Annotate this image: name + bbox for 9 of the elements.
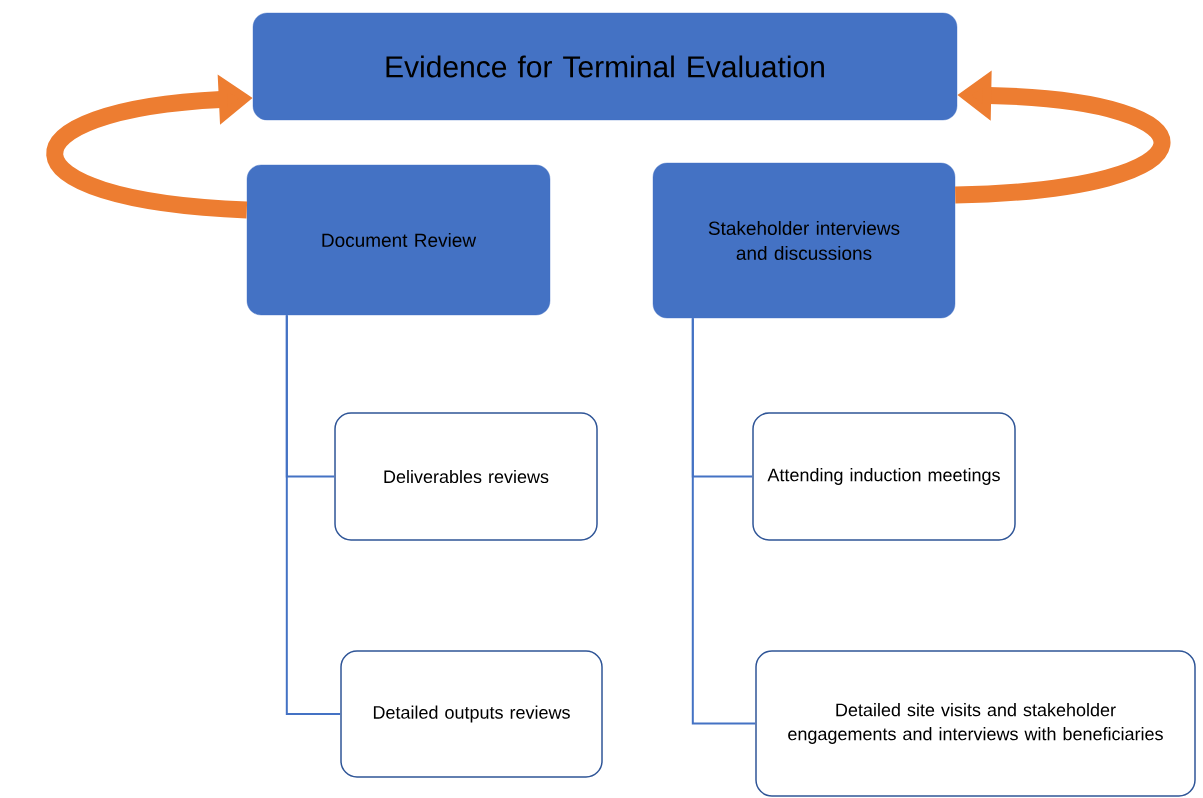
connector-line xyxy=(285,314,342,715)
subtopic-box: Attending induction meetings xyxy=(752,412,1016,541)
connector-line xyxy=(691,317,757,725)
subtopic-box: Detailed outputs reviews xyxy=(340,650,603,778)
subtopic-box: Detailed site visits and stakeholder engagements and interviews with beneficiaries xyxy=(755,650,1196,797)
title-box: Evidence for Terminal Evaluation xyxy=(252,12,958,121)
topic-box: Document Review xyxy=(246,164,551,316)
subtopic-box: Deliverables reviews xyxy=(334,412,598,541)
topic-box: Stakeholder interviews and discussions xyxy=(652,162,956,319)
